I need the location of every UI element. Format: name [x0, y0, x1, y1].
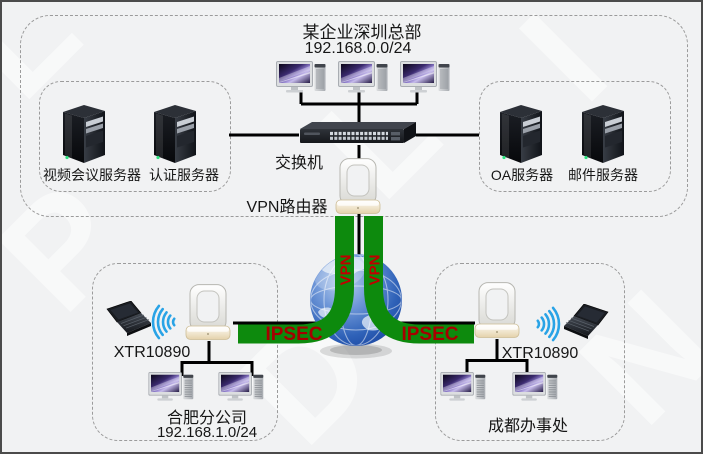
ipsec-label-left: IPSEC	[265, 324, 322, 345]
desktop-pc-icon	[400, 61, 450, 94]
ethernet-links	[180, 90, 529, 376]
desktop-pc-icon	[276, 61, 326, 94]
vpn-router-icon	[333, 158, 383, 216]
vpn-tunnel-label-left: VPN	[338, 255, 355, 286]
switch-icon	[298, 121, 416, 147]
ipsec-label-right: IPSEC	[401, 324, 458, 345]
desktop-pc-icon	[512, 372, 558, 402]
server-icon-video-conference	[59, 102, 109, 164]
wifi-signal-icon	[532, 303, 564, 345]
server-icon-oa	[496, 102, 546, 164]
branch-left-boundary	[92, 263, 278, 441]
branch-right-name: 成都办事处	[487, 418, 569, 435]
vpn-tunnel-left	[238, 216, 354, 344]
vpn-router-label: VPN路由器	[246, 199, 328, 216]
router-model-label: XTR10890	[113, 344, 191, 361]
hq-title: 某企业深圳总部	[302, 23, 422, 42]
wifi-signal-icon	[148, 301, 180, 343]
server-label: 认证服务器	[149, 167, 219, 183]
internet-globe	[310, 254, 402, 359]
laptop-icon	[105, 301, 153, 339]
branch-left-name: 合肥分公司	[166, 410, 248, 427]
desktop-pc-icon	[440, 372, 486, 402]
server-icon-mail	[578, 102, 628, 164]
server-label: 视频会议服务器	[43, 167, 141, 183]
branch-right-boundary	[435, 263, 625, 441]
router-model-label: XTR10890	[501, 345, 579, 362]
vpn-tunnels	[238, 216, 474, 344]
desktop-pc-icon	[148, 372, 194, 402]
server-icon-auth	[150, 102, 200, 164]
vpn-tunnel-label-right: VPN	[367, 255, 384, 286]
vpn-tunnel-right	[364, 216, 474, 344]
hq-right-servers-boundary	[479, 81, 671, 192]
laptop-icon	[562, 304, 610, 342]
server-label: 邮件服务器	[568, 167, 638, 183]
branch-router-icon	[472, 282, 522, 340]
desktop-pc-icon	[338, 61, 388, 94]
switch-label: 交换机	[274, 155, 324, 172]
branch-left-subnet: 192.168.1.0/24	[156, 424, 258, 441]
hq-subnet: 192.168.0.0/24	[304, 40, 412, 57]
desktop-pc-icon	[218, 372, 264, 402]
server-label: OA服务器	[490, 167, 554, 183]
branch-router-icon	[183, 284, 233, 342]
